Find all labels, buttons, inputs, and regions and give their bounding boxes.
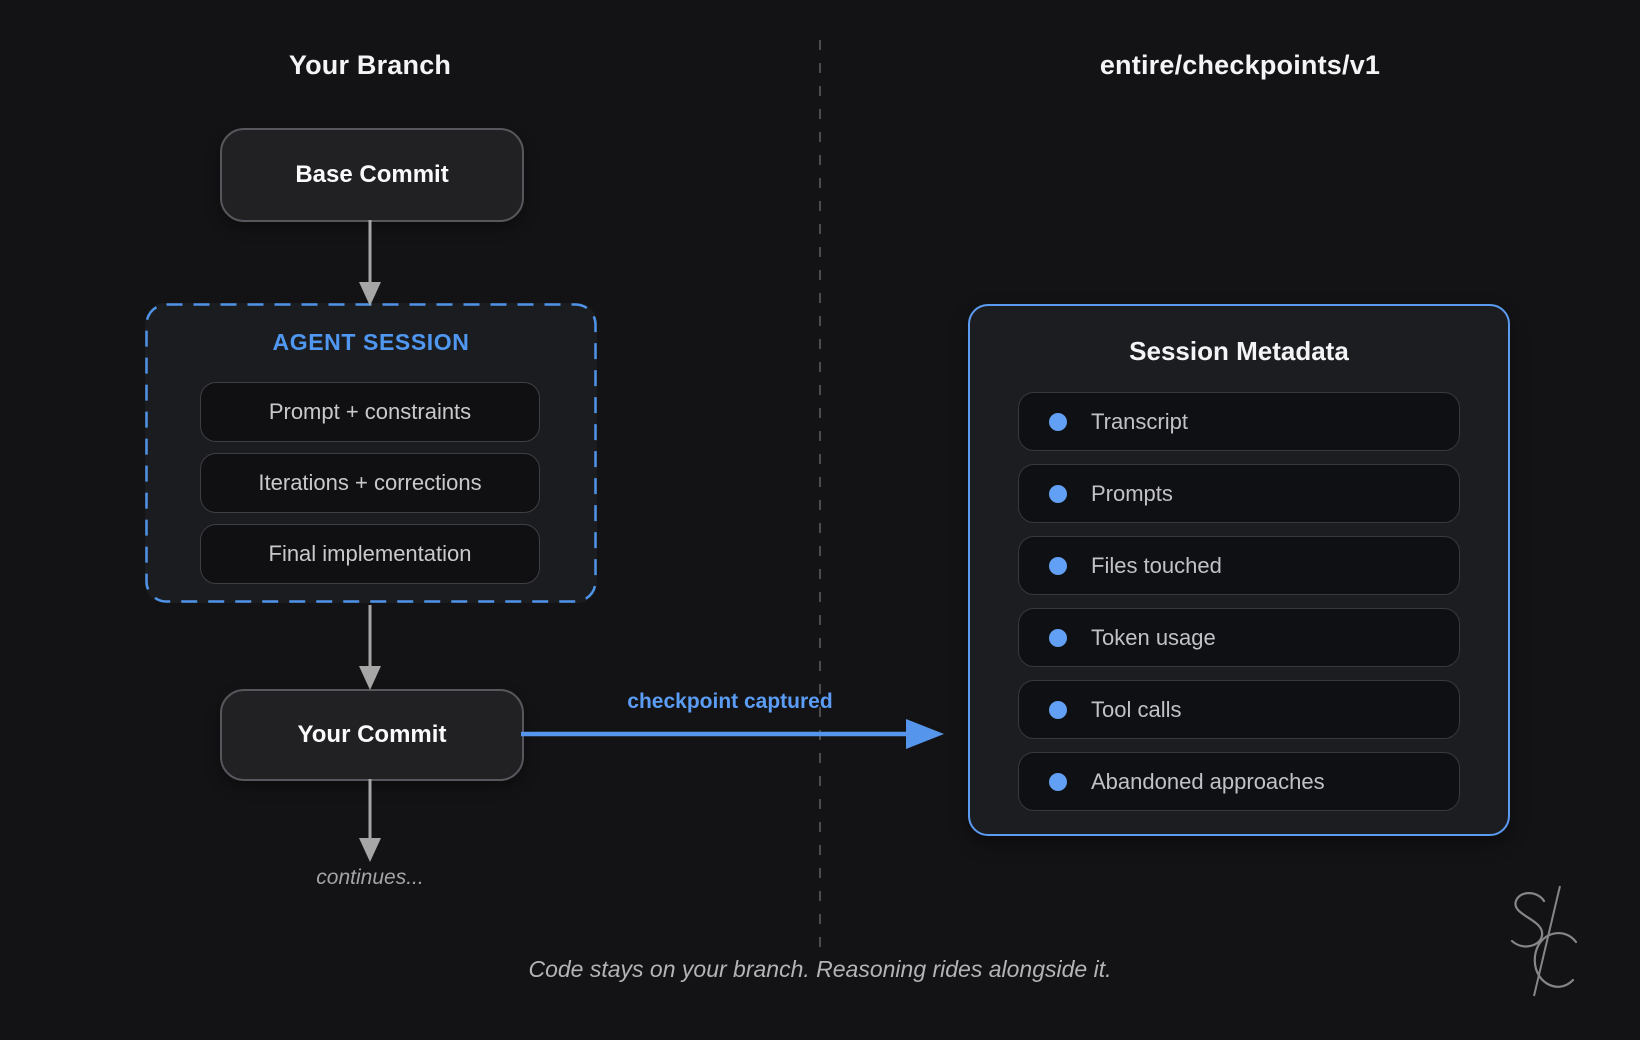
metadata-item-abandoned-approaches: Abandoned approaches: [1018, 752, 1460, 811]
metadata-item-transcript: Transcript: [1018, 392, 1460, 451]
step-final-implementation: Final implementation: [200, 524, 540, 584]
bullet-dot-icon: [1049, 484, 1067, 503]
left-column-title: Your Branch: [288, 50, 452, 80]
bullet-dot-icon: [1049, 628, 1067, 647]
step-iterations-corrections: Iterations + corrections: [200, 453, 540, 513]
agent-session-title: AGENT SESSION: [272, 329, 470, 355]
bottom-caption: Code stays on your branch. Reasoning rid…: [528, 956, 1112, 982]
bullet-dot-icon: [1049, 412, 1067, 431]
right-column-title: entire/checkpoints/v1: [1099, 50, 1381, 80]
continues-label: continues...: [316, 866, 424, 889]
metadata-item-token-usage: Token usage: [1018, 608, 1460, 667]
session-metadata-title: Session Metadata: [1129, 336, 1349, 366]
session-metadata-list: Transcript Prompts Files touched Token u…: [1018, 392, 1460, 811]
base-commit-label: Base Commit: [295, 161, 449, 188]
checkpoint-captured-label: checkpoint captured: [627, 690, 833, 713]
bullet-dot-icon: [1049, 772, 1067, 791]
bullet-dot-icon: [1049, 700, 1067, 719]
metadata-item-prompts: Prompts: [1018, 464, 1460, 523]
logo-letter-c: [1533, 932, 1578, 988]
sc-logo: SC: [1510, 885, 1578, 997]
logo-letter-s: [1510, 892, 1546, 948]
your-commit-label: Your Commit: [297, 721, 447, 748]
agent-session-steps: Prompt + constraints Iterations + correc…: [200, 382, 540, 584]
step-prompt-constraints: Prompt + constraints: [200, 382, 540, 442]
base-commit-node: Base Commit: [220, 128, 524, 222]
metadata-item-files-touched: Files touched: [1018, 536, 1460, 595]
arrow-head-down-icon: [359, 838, 381, 862]
arrow-head-right-icon: [906, 719, 944, 749]
agent-session-group: AGENT SESSION Prompt + constraints Itera…: [145, 303, 597, 603]
logo-slash: [1533, 885, 1561, 997]
your-commit-node: Your Commit: [220, 689, 524, 781]
metadata-item-tool-calls: Tool calls: [1018, 680, 1460, 739]
bullet-dot-icon: [1049, 556, 1067, 575]
session-metadata-card: Session Metadata Transcript Prompts File…: [968, 304, 1510, 836]
arrow-head-down-icon: [359, 666, 381, 690]
